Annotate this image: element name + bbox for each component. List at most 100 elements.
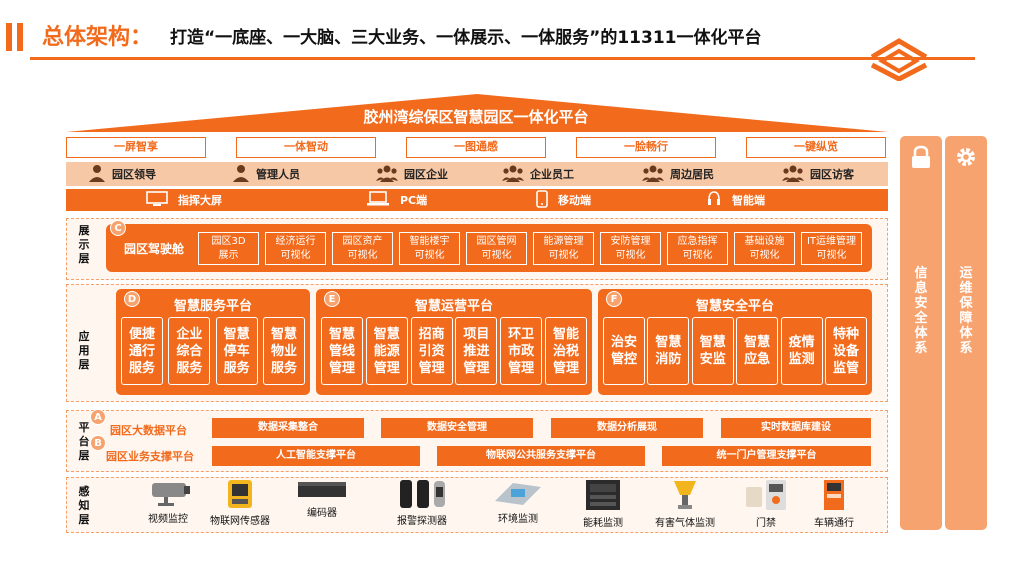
app-module: 疫情监测 xyxy=(780,317,823,385)
app-module-line: 智慧 xyxy=(270,327,297,342)
cockpit-module: IT运维管理可视化 xyxy=(801,232,862,265)
app-module-line: 智慧 xyxy=(223,327,250,342)
person-icon xyxy=(88,164,112,185)
big-data-capability: 实时数据库建设 xyxy=(721,418,871,438)
user-role-1: 管理人员 xyxy=(232,162,300,186)
user-role-label: 企业员工 xyxy=(530,168,574,181)
platform-roof xyxy=(66,94,888,132)
user-role-3: 企业员工 xyxy=(502,162,574,186)
app-module-line: 智慧 xyxy=(655,335,682,350)
page-title: 总体架构： xyxy=(42,25,153,50)
app-module-line: 管理 xyxy=(328,361,355,376)
business-support-platform-label: 园区业务支撑平台 xyxy=(106,450,194,463)
cockpit-module: 园区资产可视化 xyxy=(332,232,393,265)
app-platform-title: 智慧安全平台 xyxy=(695,299,774,314)
app-module-line: 应急 xyxy=(744,352,771,367)
app-module-line: 推进 xyxy=(463,344,490,359)
brand-logo-icon xyxy=(870,38,928,81)
side-system-1: 运维保障体系 xyxy=(945,136,987,530)
cockpit-module-line: 基础设施 xyxy=(744,236,785,247)
cockpit-module-line: 应急指挥 xyxy=(677,236,718,247)
user-role-5: 园区访客 xyxy=(782,162,854,186)
side-system-char: 安 xyxy=(914,296,928,311)
side-system-char: 运 xyxy=(959,266,973,281)
cockpit-module-line: 可视化 xyxy=(615,250,646,261)
app-module-line: 通行 xyxy=(128,344,155,359)
gear-icon xyxy=(954,145,978,173)
env-monitor-icon xyxy=(478,479,558,507)
app-module: 企业综合服务 xyxy=(168,317,211,385)
app-module: 智慧管线管理 xyxy=(321,317,363,385)
app-module-line: 智慧 xyxy=(328,327,355,342)
phone-icon xyxy=(536,189,558,211)
park-cockpit-title: 园区驾驶舱 xyxy=(124,242,185,256)
app-module-line: 项目 xyxy=(463,327,490,342)
app-module-line: 安监 xyxy=(699,352,726,367)
app-platform-title: 智慧运营平台 xyxy=(414,299,493,314)
group-icon xyxy=(782,164,810,185)
side-system-char: 维 xyxy=(959,281,973,296)
sensing-device: 视频监控 xyxy=(128,479,208,525)
slogan-chip: 一脸畅行 xyxy=(576,137,716,158)
badge-c: C xyxy=(110,220,126,236)
side-system-char: 息 xyxy=(914,281,928,296)
smart-icon xyxy=(706,190,732,211)
app-module-line: 智慧 xyxy=(744,335,771,350)
side-system-char: 体 xyxy=(914,326,928,341)
sensing-device: 报警探测器 xyxy=(382,479,462,527)
cockpit-module-line: 可视化 xyxy=(816,250,847,261)
user-role-label: 管理人员 xyxy=(256,168,300,181)
cockpit-module-line: 园区3D xyxy=(211,236,246,247)
user-role-label: 园区领导 xyxy=(112,168,156,181)
app-module-line: 环卫 xyxy=(508,327,535,342)
terminal-label: 指挥大屏 xyxy=(178,194,222,207)
user-role-4: 周边居民 xyxy=(642,162,714,186)
user-role-label: 园区访客 xyxy=(810,168,854,181)
app-module-line: 监测 xyxy=(788,352,815,367)
app-module: 智能治税管理 xyxy=(545,317,587,385)
cockpit-module-line: 园区资产 xyxy=(342,236,383,247)
sensing-device: 车辆通行 xyxy=(794,479,874,529)
app-module-line: 智慧 xyxy=(373,327,400,342)
side-system-char: 保 xyxy=(959,296,973,311)
badge-a: A xyxy=(90,409,106,425)
cockpit-module-line: 安防管理 xyxy=(610,236,651,247)
big-data-capability: 数据采集整合 xyxy=(212,418,364,438)
cockpit-module-line: 可视化 xyxy=(749,250,780,261)
badge-f: F xyxy=(606,291,622,307)
side-system-char: 体 xyxy=(959,326,973,341)
slogan-chip: 一体智动 xyxy=(236,137,376,158)
app-module-line: 服务 xyxy=(270,361,297,376)
app-module-line: 管理 xyxy=(508,361,535,376)
platform-layer-label: 平台层 xyxy=(78,421,90,462)
terminal-label: 智能端 xyxy=(732,194,765,207)
platform-title: 胶州湾综保区智慧园区一体化平台 xyxy=(363,108,589,126)
cockpit-module-line: 展示 xyxy=(218,250,239,261)
app-module-line: 便捷 xyxy=(128,327,155,342)
energy-monitor-icon xyxy=(563,479,643,511)
sensing-device: 环境监测 xyxy=(478,479,558,525)
app-module-line: 综合 xyxy=(176,344,203,359)
sensing-device-label: 视频监控 xyxy=(148,514,188,525)
app-module-line: 智能 xyxy=(552,327,579,342)
app-module-line: 管理 xyxy=(373,361,400,376)
sensing-device-label: 物联网传感器 xyxy=(210,516,270,527)
sensing-device: 物联网传感器 xyxy=(200,479,280,527)
slogan-chip: 一键纵览 xyxy=(746,137,886,158)
app-platform-title: 智慧服务平台 xyxy=(173,299,252,314)
cockpit-module-line: 可视化 xyxy=(414,250,445,261)
cockpit-module-line: 能源管理 xyxy=(543,236,584,247)
app-module: 特种设备监管 xyxy=(825,317,867,385)
sensing-device-label: 能耗监测 xyxy=(583,518,623,529)
app-module: 治安管控 xyxy=(603,317,645,385)
side-system-label: 信息安全体系 xyxy=(900,266,942,356)
cockpit-module-line: 园区管网 xyxy=(476,236,517,247)
lock-icon xyxy=(909,145,933,173)
app-module-line: 服务 xyxy=(223,361,250,376)
person-icon xyxy=(232,164,256,185)
app-platform-2: 智慧安全平台治安管控智慧消防智慧安监智慧应急疫情监测特种设备监管 xyxy=(598,289,872,395)
app-module-line: 智慧 xyxy=(699,335,726,350)
big-data-platform-label: 园区大数据平台 xyxy=(110,424,187,437)
app-module-line: 物业 xyxy=(270,344,297,359)
slogan-chip: 一屏智享 xyxy=(66,137,206,158)
